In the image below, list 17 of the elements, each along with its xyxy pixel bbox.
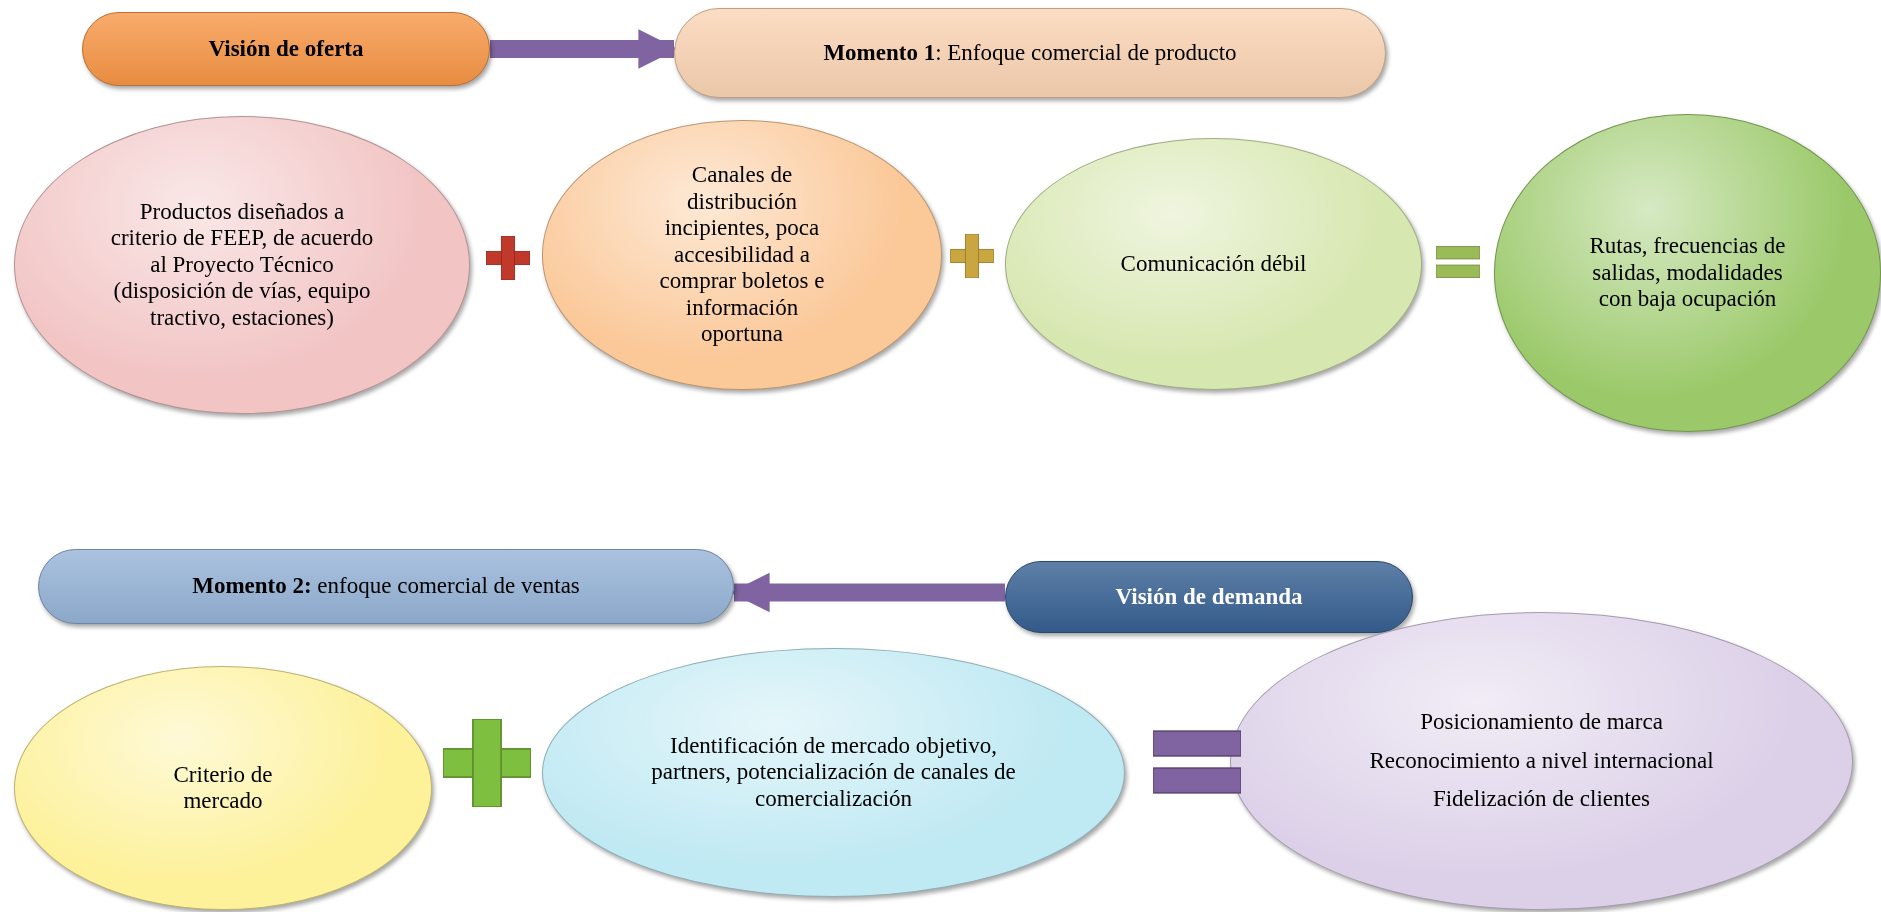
pill-box xyxy=(38,549,734,624)
pill-label: Visión de demanda xyxy=(1115,583,1303,611)
pill-label: Momento 1: Enfoque comercial de producto xyxy=(823,39,1237,67)
pill-box xyxy=(674,8,1386,98)
node-text: Rutas, frecuencias de salidas, modalidades con baja ocupación xyxy=(1588,233,1787,313)
pill-label: Momento 2: enfoque comercial de ventas xyxy=(192,573,580,600)
node-text: Productos diseñados a criterio de FEEP, de acuerdo al Proyecto Técnico (disposición de vías, equipo tractivo, estaciones) xyxy=(109,198,375,332)
pill-box xyxy=(82,12,490,86)
node-text: Fidelización de clientes xyxy=(1432,786,1651,813)
node-text: Identificación de mercado objetivo, partners, potencialización de canales de comercialización xyxy=(650,732,1017,813)
node-text: Reconocimiento a nivel internacional xyxy=(1369,747,1714,775)
pill-box xyxy=(1005,561,1413,633)
node-text: Posicionamiento de marca xyxy=(1420,709,1663,736)
pill-label: Visión de oferta xyxy=(208,35,364,63)
node-text: Canales de distribución incipientes, poca accesibilidad a comprar boletos e información oportuna xyxy=(658,162,826,348)
node-text: Criterio de mercado xyxy=(172,761,274,815)
node-text: Comunicación débil xyxy=(1120,250,1307,278)
